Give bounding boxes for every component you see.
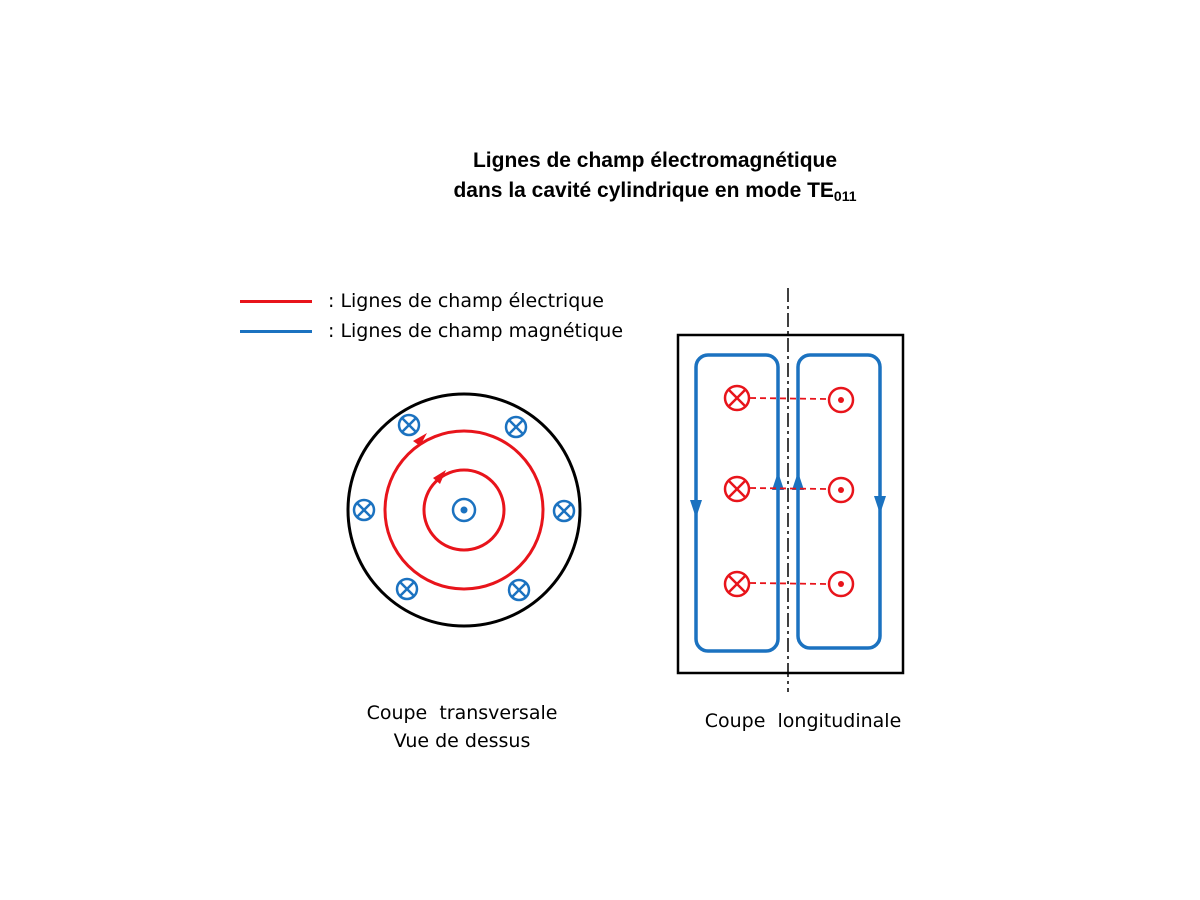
caption-transverse-line-2: Vue de dessus: [393, 730, 531, 752]
magnetic-arrow-down-icon: [874, 496, 886, 514]
field-out-of-page-icon: [451, 497, 477, 523]
cavity-longitudinal-wall: [676, 333, 905, 675]
field-out-of-page-icon: [827, 386, 855, 414]
caption-transverse: Coupe transversale Vue de dessus: [342, 699, 582, 755]
field-into-page-icon: [552, 499, 576, 523]
longitudinal-section: [676, 288, 905, 692]
field-into-page-icon: [397, 413, 421, 437]
title-line-1: Lignes de champ électromagnétique: [472, 149, 838, 172]
field-into-page-icon: [723, 475, 751, 503]
diagram-title: Lignes de champ électromagnétique dans l…: [350, 146, 960, 206]
magnetic-arrow-up-icon: [772, 472, 784, 490]
field-out-of-page-icon: [827, 476, 855, 504]
field-into-page-icon: [723, 384, 751, 412]
legend-magnetic: : Lignes de champ magnétique: [240, 318, 623, 344]
field-into-page-icon: [504, 415, 528, 439]
title-line-2: dans la cavité cylindrique en mode TE011: [350, 176, 960, 206]
electric-arrow-inner-icon: [433, 470, 446, 484]
field-into-page-icon: [352, 498, 376, 522]
legend-electric-swatch: [240, 299, 312, 303]
electric-arrow-outer-icon: [413, 433, 427, 446]
legend-electric: : Lignes de champ électrique: [240, 288, 604, 314]
field-into-page-icon: [723, 570, 751, 598]
field-into-page-icon: [395, 577, 419, 601]
magnetic-arrow-up-icon: [792, 472, 804, 490]
electric-field-line-inner: [422, 468, 506, 552]
title-line-2-main: dans la cavité cylindrique en mode TE: [453, 179, 834, 202]
mode-subscript: 011: [833, 188, 857, 204]
magnetic-arrow-down-icon: [690, 500, 702, 518]
electric-dashed-line-bottom: [749, 582, 829, 585]
legend-magnetic-label: : Lignes de champ magnétique: [328, 320, 624, 342]
electric-dashed-line-top: [749, 397, 829, 400]
field-into-page-icon: [507, 578, 531, 602]
legend-electric-label: : Lignes de champ électrique: [328, 290, 605, 312]
field-out-of-page-icon: [827, 570, 855, 598]
cavity-outer-wall: [346, 392, 582, 628]
legend-magnetic-swatch: [240, 329, 312, 333]
caption-longitudinal-line: Coupe longitudinale: [704, 710, 902, 732]
caption-longitudinal: Coupe longitudinale: [683, 707, 923, 735]
electric-field-line-outer: [383, 429, 545, 591]
electric-dashed-line-middle: [749, 487, 829, 490]
transverse-section: [346, 392, 582, 628]
caption-transverse-line-1: Coupe transversale: [366, 702, 558, 724]
